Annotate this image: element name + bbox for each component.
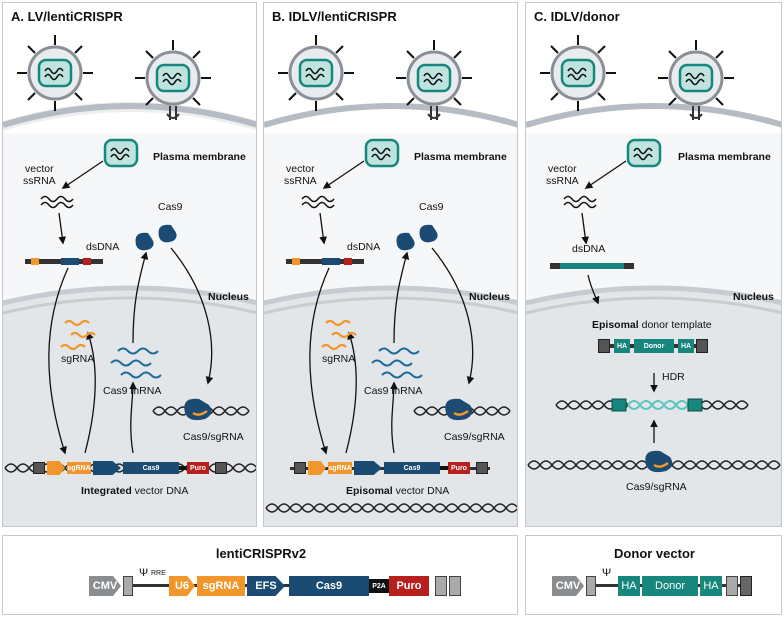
efs-promoter: EFS xyxy=(247,576,285,596)
panel-b-graphics xyxy=(264,35,517,526)
dsdna-mini-cassette xyxy=(25,258,103,265)
lenticrisprv2-vector-panel: lentiCRISPRv2 CMV Ψ RRE U6 sgRNA EFS Cas… xyxy=(2,535,518,615)
panel-idlv-lenticrispr: B. IDLV/lentiCRISPR Plasma membrane Nucl… xyxy=(263,2,518,527)
cassette-puro-box: Puro xyxy=(187,462,209,474)
cassette-cas9-box: Cas9 xyxy=(123,462,179,474)
cas9-mrna-squiggles xyxy=(110,347,162,379)
sgrna-label: sgRNA xyxy=(322,353,356,365)
cassette-cas9-box: Cas9 xyxy=(384,462,440,474)
cassette-sgrna-box: sgRNA xyxy=(328,462,352,474)
sgrna-label: sgRNA xyxy=(61,353,95,365)
cas9-label: Cas9 xyxy=(419,201,444,213)
capsid-released xyxy=(364,138,400,168)
psi-label: Ψ xyxy=(139,567,149,579)
donor-dsdna xyxy=(550,263,634,269)
episomal-donor-template-label: Episomal donor template xyxy=(592,319,712,331)
donor-template: HA Donor HA xyxy=(598,339,708,353)
cas9-sgrna-label: Cas9/sgRNA xyxy=(183,431,244,443)
dsdna-label: dsDNA xyxy=(572,243,606,255)
donor-vector-title: Donor vector xyxy=(614,546,695,561)
nucleus-label: Nucleus xyxy=(733,291,774,303)
cassette-efs-arrow xyxy=(93,461,121,475)
u6-promoter: U6 xyxy=(169,576,195,596)
ssrna-squiggle xyxy=(40,195,74,203)
cassette-u6-arrow xyxy=(47,461,65,475)
cas9-label: Cas9 xyxy=(158,201,183,213)
host-genome-helix xyxy=(265,503,517,513)
hdr-label: HDR xyxy=(662,371,685,383)
cas9-mrna-label: Cas9 mRNA xyxy=(103,385,162,397)
plasma-membrane-label: Plasma membrane xyxy=(153,151,246,163)
hdr-edited-helix xyxy=(555,400,749,410)
panel-a-title: A. LV/lentiCRISPR xyxy=(11,9,123,24)
cas9-mrna-label: Cas9 mRNA xyxy=(364,385,423,397)
panel-c-title: C. IDLV/donor xyxy=(534,9,620,24)
integrated-cassette: sgRNA Cas9 Puro xyxy=(33,461,243,475)
nucleus-label: Nucleus xyxy=(469,291,510,303)
cassette-sgrna-box: sgRNA xyxy=(67,462,91,474)
panel-b-title: B. IDLV/lentiCRISPR xyxy=(272,9,397,24)
dsdna-label: dsDNA xyxy=(347,241,381,253)
integrated-vector-dna-label: Integrated vector DNA xyxy=(81,485,189,497)
episomal-cassette: sgRNA Cas9 Puro xyxy=(294,461,504,475)
cas9-protein-1 xyxy=(135,232,154,251)
donor-ha-right: HA xyxy=(700,576,722,596)
nucleus-label: Nucleus xyxy=(208,291,249,303)
episomal-vector-dna-label: Episomal vector DNA xyxy=(346,485,450,497)
lenticrisprv2-title: lentiCRISPRv2 xyxy=(215,546,307,561)
cas9-protein-2 xyxy=(158,224,177,243)
rre-label: RRE xyxy=(151,570,166,577)
idlv-particle-1 xyxy=(278,35,354,111)
template-ha-right: HA xyxy=(678,339,694,353)
cas9-sgrna-label: Cas9/sgRNA xyxy=(626,481,687,493)
sgrna-element: sgRNA xyxy=(197,576,245,596)
cas9-sgrna-complex xyxy=(645,450,673,473)
cas9-sgrna-label: Cas9/sgRNA xyxy=(444,431,505,443)
donor-element: Donor xyxy=(642,576,698,596)
donor-cmv-promoter: CMV xyxy=(552,576,584,596)
panel-idlv-donor: C. IDLV/donor Plasma membrane Nucleus ve… xyxy=(525,2,782,527)
panel-c-graphics xyxy=(526,35,781,526)
puro-element: Puro xyxy=(389,576,429,596)
panel-lv-lenticrispr: A. LV/lentiCRISPR Plasma membrane Nucleu… xyxy=(2,2,257,527)
p2a-element: P2A xyxy=(369,579,389,593)
template-donor: Donor xyxy=(634,339,674,353)
donor-ha-left: HA xyxy=(618,576,640,596)
lentivirus-particle-2 xyxy=(135,40,211,120)
idlv-particle-2 xyxy=(396,40,472,120)
sgrna-squiggles xyxy=(60,319,96,351)
plasma-membrane-label: Plasma membrane xyxy=(414,151,507,163)
panel-a-graphics xyxy=(3,35,256,526)
template-ha-left: HA xyxy=(614,339,630,353)
plasma-membrane-label: Plasma membrane xyxy=(678,151,771,163)
cassette-puro-box: Puro xyxy=(448,462,470,474)
cmv-promoter: CMV xyxy=(89,576,121,596)
cas9-sgrna-complex xyxy=(184,398,212,421)
lentivirus-particle-1 xyxy=(17,35,93,111)
donor-vector-panel: Donor vector CMV Ψ HA Donor HA xyxy=(525,535,782,615)
donor-psi-label: Ψ xyxy=(602,567,612,579)
cas9-element: Cas9 xyxy=(289,576,369,596)
dsdna-label: dsDNA xyxy=(86,241,120,253)
capsid-released xyxy=(103,138,139,168)
